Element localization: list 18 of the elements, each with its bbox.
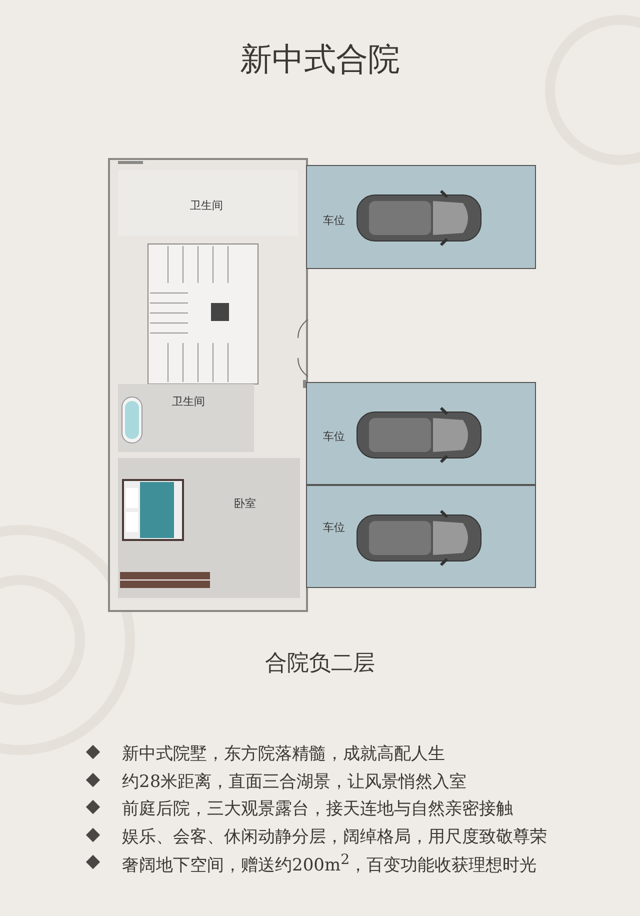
feature-text: 奢阔地下空间，赠送约200m$^{2}$，百变功能收获理想时光 <box>122 852 537 877</box>
feature-text: 娱乐、会客、休闲动静分层，阔绰格局，用尺度致敬尊荣 <box>122 826 547 848</box>
room-label: 卫生间 <box>172 394 205 409</box>
parking-space <box>306 485 536 588</box>
room-label: 卫生间 <box>190 198 223 213</box>
parking-space <box>306 382 536 485</box>
room-label: 车位 <box>323 213 345 228</box>
caption: 合院负二层 <box>264 650 376 678</box>
feature-text: 新中式院墅，东方院落精髓，成就高配人生 <box>122 743 445 765</box>
feature-text: 约28米距离，直面三合湖景，让风景悄然入室 <box>122 770 467 792</box>
bedroom <box>118 458 300 598</box>
room-label: 车位 <box>323 520 345 535</box>
parking-space <box>306 165 536 269</box>
bathroom <box>118 384 254 452</box>
room-label: 卧室 <box>234 496 256 511</box>
room-label: 车位 <box>323 429 345 444</box>
title: 新中式合院 <box>239 39 401 80</box>
feature-text: 前庭后院，三大观景露台，接天连地与自然亲密接触 <box>122 798 513 820</box>
